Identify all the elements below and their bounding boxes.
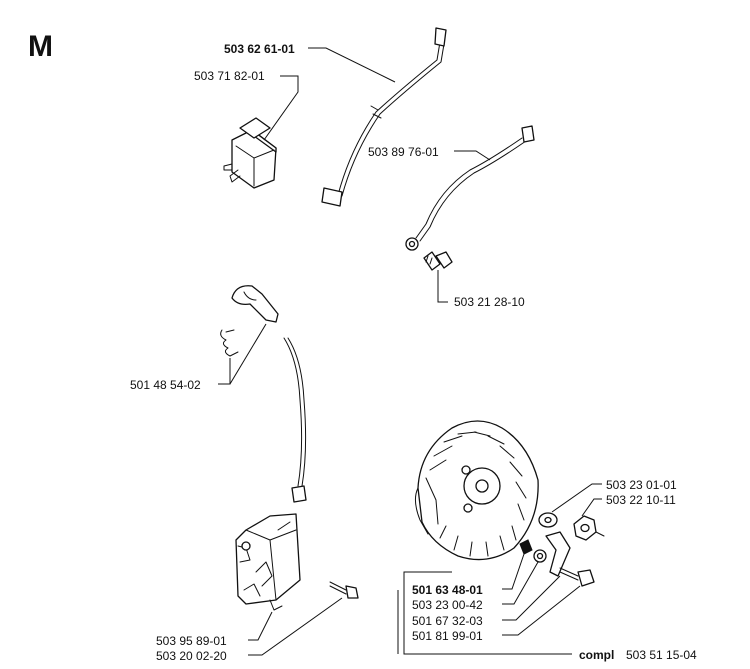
- part-label-9: 503 23 00-42: [412, 598, 483, 612]
- part-label-4: 503 21 28-10: [454, 295, 525, 309]
- flywheel-washer-part: [538, 512, 558, 528]
- module-screw-part: [329, 581, 359, 599]
- stop-switch-part: [223, 117, 277, 189]
- part-label-12: 503 95 89-01: [156, 634, 227, 648]
- ground-wire-part: [405, 125, 535, 251]
- compl-prefix: compl: [579, 648, 614, 662]
- part-label-1: 503 62 61-01: [224, 42, 295, 56]
- part-label-13: 503 20 02-20: [156, 649, 227, 663]
- ignition-module-part: [235, 337, 307, 611]
- compl-number: 503 51 15-04: [626, 648, 697, 662]
- flywheel-part: [414, 420, 539, 561]
- part-label-2: 503 71 82-01: [194, 69, 265, 83]
- ground-screw-part: [423, 251, 453, 271]
- pawl-screw-part: [559, 567, 595, 587]
- flywheel-key-part: [519, 539, 533, 555]
- part-label-11: 501 81 99-01: [412, 629, 483, 643]
- flywheel-nut-part: [573, 515, 605, 541]
- part-label-8: 501 63 48-01: [412, 583, 483, 597]
- spark-plug-cap-part: [220, 285, 279, 357]
- part-label-7: 503 22 10-11: [606, 493, 676, 507]
- part-label-3: 503 89 76-01: [368, 145, 439, 159]
- ignition-wire-part: [321, 27, 447, 207]
- part-label-10: 501 67 32-03: [412, 614, 483, 628]
- section-letter: M: [28, 30, 53, 63]
- part-label-5: 501 48 54-02: [130, 378, 201, 392]
- part-label-6: 503 23 01-01: [606, 478, 677, 492]
- starter-pawl-part: [533, 531, 571, 577]
